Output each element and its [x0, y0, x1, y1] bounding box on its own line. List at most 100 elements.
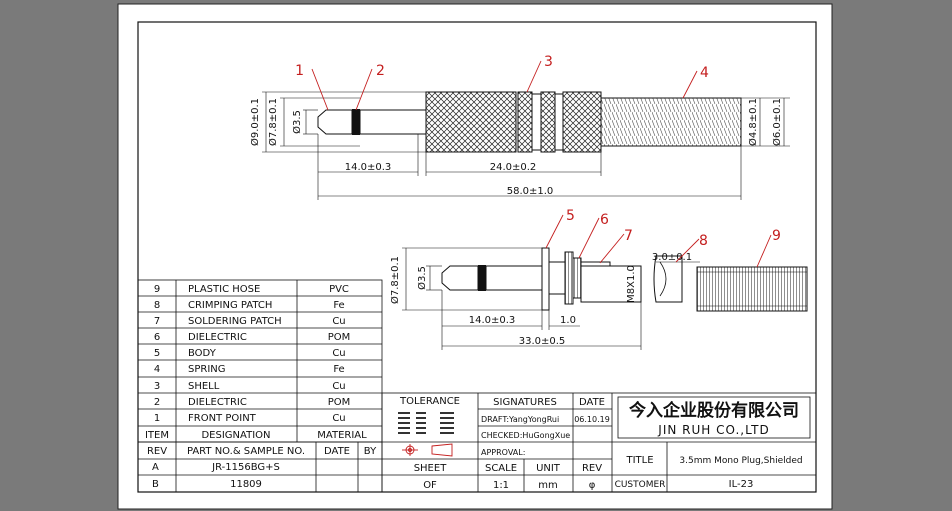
callout-3: 3	[544, 54, 553, 70]
scale-label: SCALE	[485, 463, 517, 474]
bom-name: FRONT POINT	[188, 413, 257, 424]
unit-label: UNIT	[536, 463, 561, 474]
bom-name: DIELECTRIC	[188, 332, 247, 343]
front-point-shape	[317, 109, 353, 135]
bom-item: 9	[154, 284, 160, 295]
body-flange-shape	[541, 247, 550, 311]
bom-item: 5	[154, 348, 160, 359]
bom-item: 7	[154, 316, 160, 327]
company-name-en: JIN RUH CO.,LTD	[657, 423, 769, 437]
callout-2: 2	[376, 63, 385, 79]
projection-symbol-icon	[402, 443, 453, 457]
dim-head-diameter: Ø9.0±0.1	[249, 98, 261, 146]
date-label: DATE	[579, 397, 605, 408]
bom-material: POM	[328, 332, 351, 343]
signatures-label: SIGNATURES	[493, 397, 557, 408]
bom-item: 3	[154, 381, 160, 392]
rev-value: φ	[589, 480, 596, 491]
bom-material: Cu	[332, 413, 345, 424]
spring-shape	[600, 97, 742, 147]
callout-5: 5	[566, 208, 575, 224]
dim-total-length-2: 33.0±0.5	[519, 336, 566, 347]
title-label: TITLE	[625, 455, 653, 466]
bom-material: Fe	[333, 364, 344, 375]
bottom-view: Ø7.8±0.1 Ø3.5 14.0±0.3 1.0 M8X1.0 3.0±0.…	[389, 247, 808, 350]
shaft-shape	[359, 109, 427, 135]
draft-date: 06.10.19	[574, 415, 610, 424]
callout-4: 4	[700, 65, 709, 81]
bom-name: SPRING	[188, 364, 226, 375]
bom-name: DIELECTRIC	[188, 397, 247, 408]
rev-header-date: DATE	[324, 446, 350, 457]
dim-flange: 1.0	[560, 315, 576, 326]
callout-1: 1	[295, 63, 304, 79]
bom-material: PVC	[329, 284, 349, 295]
bom-material: Cu	[332, 381, 345, 392]
dim-thread: M8X1.0	[626, 265, 637, 303]
dim-body-diameter-2: Ø7.8±0.1	[389, 256, 401, 304]
paper	[117, 3, 833, 510]
dim-sleeve-length: 24.0±0.2	[490, 162, 537, 173]
bom-name: CRIMPING PATCH	[188, 300, 272, 311]
rev-row-part: JR-1156BG+S	[211, 462, 280, 473]
bom-material: Fe	[333, 300, 344, 311]
callout-9: 9	[772, 228, 781, 244]
rev-header-rev: REV	[147, 446, 167, 457]
bom-item: 1	[154, 413, 160, 424]
bom-header-material: MATERIAL	[317, 430, 367, 441]
dielectric-ring-shape	[352, 109, 360, 135]
dim-hose-inner: Ø4.8±0.1	[747, 98, 759, 146]
scale-value: 1:1	[493, 480, 509, 491]
tolerance-table-glyph	[398, 412, 454, 434]
rev-label: REV	[582, 463, 602, 474]
rev-row-rev: A	[152, 462, 159, 473]
rev-header-by: BY	[364, 446, 377, 457]
dielectric-shape	[564, 251, 574, 305]
company-name-cn: 今入企业股份有限公司	[629, 400, 799, 421]
rev-row-part: 11809	[230, 479, 262, 490]
bom-name: PLASTIC HOSE	[188, 284, 260, 295]
bom-material: Cu	[332, 316, 345, 327]
customer-value: IL-23	[729, 479, 754, 490]
bom-item: 8	[154, 300, 160, 311]
title-value: 3.5mm Mono Plug,Shielded	[679, 456, 802, 466]
revision-table: REV PART NO.& SAMPLE NO. DATE BY A JR-11…	[137, 441, 383, 493]
bom-item: 4	[154, 364, 160, 375]
callout-8: 8	[699, 233, 708, 249]
sheet-value: OF	[423, 480, 437, 491]
top-view: Ø9.0±0.1 Ø7.8±0.1 Ø3.5 14.0±0.3 24.0±0.2…	[249, 91, 790, 200]
dim-tip-length: 14.0±0.3	[345, 162, 392, 173]
dim-hose-outer: Ø6.0±0.1	[771, 98, 783, 146]
draft-signature: DRAFT:YangYongRui	[481, 415, 559, 424]
callout-6: 6	[600, 212, 609, 228]
bom-item: 2	[154, 397, 160, 408]
bom-name: BODY	[188, 348, 217, 359]
rev-row-rev: B	[152, 479, 159, 490]
customer-label: CUSTOMER	[615, 480, 666, 490]
bom-name: SOLDERING PATCH	[188, 316, 282, 327]
dim-tip-diameter-2: Ø3.5	[416, 266, 428, 290]
shell-knurl-shape	[425, 91, 517, 153]
dim-patch: 3.0±0.1	[652, 252, 692, 263]
dim-tip-length-2: 14.0±0.3	[469, 315, 516, 326]
unit-value: mm	[538, 480, 557, 491]
sheet-label: SHEET	[414, 463, 448, 474]
callout-7: 7	[624, 228, 633, 244]
bom-item: 6	[154, 332, 160, 343]
title-block: TOLERANCE SIGNATURES DATE DRAFT:YangYong…	[381, 392, 817, 493]
bom-material: Cu	[332, 348, 345, 359]
callouts: 1 2 3 4 5 6 7 8 9	[295, 54, 781, 268]
rev-header-part: PART NO.& SAMPLE NO.	[187, 446, 305, 457]
threaded-body-shape	[580, 265, 642, 303]
dim-total-length: 58.0±1.0	[507, 186, 554, 197]
dim-body-diameter: Ø7.8±0.1	[267, 98, 279, 146]
bom-table: 9 PLASTIC HOSE PVC 8 CRIMPING PATCH Fe 7…	[137, 279, 383, 443]
bom-name: SHELL	[188, 381, 220, 392]
bom-header-name: DESIGNATION	[201, 430, 270, 441]
crimping-patch-shape	[653, 255, 683, 303]
tolerance-label: TOLERANCE	[399, 396, 460, 407]
approval-signature: APPROVAL:	[481, 448, 525, 457]
plastic-hose-shape	[696, 266, 808, 312]
bom-material: POM	[328, 397, 351, 408]
